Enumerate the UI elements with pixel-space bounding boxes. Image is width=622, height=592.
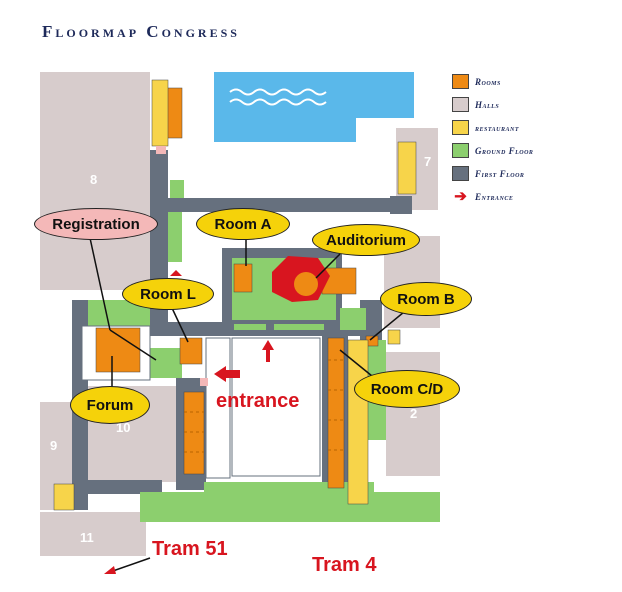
legend-rooms: Rooms — [452, 70, 533, 93]
callout-registration[interactable]: Registration — [34, 208, 158, 240]
rooms — [95, 87, 379, 489]
legend-ground-floor: Ground Floor — [452, 139, 533, 162]
callout-forum[interactable]: Forum — [70, 386, 150, 424]
building-number-8: 8 — [90, 172, 98, 187]
legend-entrance: ➔ Entrance — [452, 185, 533, 208]
building-number-10: 10 — [116, 420, 131, 435]
callout-room-a[interactable]: Room A — [196, 208, 290, 240]
legend-first-floor: First Floor — [452, 162, 533, 185]
restaurants — [53, 79, 417, 511]
halls-swatch — [452, 97, 469, 112]
building-number-9: 9 — [50, 438, 58, 453]
red-arrow-icon: ➔ — [454, 188, 467, 205]
callout-auditorium[interactable]: Auditorium — [312, 224, 420, 256]
room-dividers — [184, 359, 344, 453]
auditorium-stripe-2 — [274, 324, 324, 330]
auditorium-stage — [294, 272, 318, 296]
wave-lines — [229, 88, 327, 106]
first-floor-swatch — [452, 166, 469, 181]
legend-label: Halls — [475, 99, 500, 110]
callout-room-cd[interactable]: Room C/D — [354, 370, 460, 408]
tram-arrow-head — [104, 566, 116, 574]
entrance-markers — [156, 146, 208, 386]
rooms-swatch — [452, 74, 469, 89]
hall-8 — [40, 72, 150, 290]
map-title: Floormap Congress — [42, 22, 240, 41]
building-number-2: 2 — [410, 406, 418, 421]
legend-label: First Floor — [475, 168, 525, 179]
legend-restaurant: restaurant — [452, 116, 533, 139]
restaurant-swatch — [452, 120, 469, 135]
callout-lines — [89, 236, 405, 573]
building-number-11: 11 — [80, 530, 94, 545]
courtyard-right — [205, 337, 231, 479]
legend-label: Ground Floor — [475, 145, 534, 156]
entrance-label: entrance — [216, 390, 300, 412]
tram-4-label: Tram 4 — [312, 554, 377, 576]
tram-51-label: Tram 51 — [152, 538, 228, 560]
hall-11 — [40, 512, 146, 556]
entrance-arrows — [170, 270, 274, 382]
auditorium-stripe-1 — [234, 324, 266, 330]
legend: Rooms Halls restaurant Ground Floor Firs… — [452, 70, 533, 208]
legend-halls: Halls — [452, 93, 533, 116]
legend-label: Entrance — [475, 191, 514, 202]
callout-room-l[interactable]: Room L — [122, 278, 214, 310]
legend-label: restaurant — [475, 122, 520, 133]
courtyard — [231, 337, 321, 477]
building-number-7: 7 — [424, 154, 432, 169]
ground-floor-swatch — [452, 143, 469, 158]
legend-label: Rooms — [475, 76, 501, 87]
callout-room-b[interactable]: Room B — [380, 282, 472, 316]
